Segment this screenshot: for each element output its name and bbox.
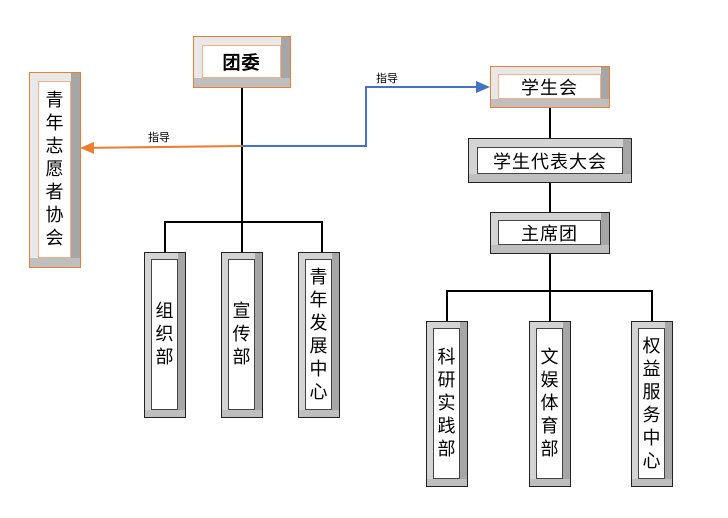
node-culture-sports-dept-label: 文娱体育部 (540, 347, 559, 460)
edge-label-guide-right: 指导 (376, 72, 398, 85)
node-student-union-label: 学生会 (521, 77, 578, 99)
node-congress-label: 学生代表大会 (493, 151, 607, 173)
node-presidium-label: 主席团 (521, 223, 578, 245)
node-rights-center-label: 权益服务中心 (642, 335, 661, 472)
node-youth-dev[interactable]: 青年发展中心 (298, 252, 340, 418)
node-publicity-dept[interactable]: 宣传部 (221, 252, 263, 418)
node-volunteer[interactable]: 青年志愿者协会 (29, 72, 81, 268)
edge-guide-student-union (242, 81, 490, 147)
edge-label-guide-left: 指导 (148, 131, 170, 144)
edge-tuanwei-branches (164, 221, 323, 252)
node-rights-center[interactable]: 权益服务中心 (631, 321, 673, 487)
node-culture-sports-dept[interactable]: 文娱体育部 (529, 321, 571, 487)
node-tuanwei-label: 团委 (222, 52, 261, 74)
node-research-dept[interactable]: 科研实践部 (426, 321, 468, 487)
node-org-dept-label: 组织部 (155, 301, 174, 368)
node-volunteer-label: 青年志愿者协会 (45, 90, 64, 249)
node-presidium[interactable]: 主席团 (490, 212, 610, 254)
node-congress[interactable]: 学生代表大会 (468, 138, 632, 183)
node-youth-dev-label: 青年发展中心 (309, 266, 328, 403)
node-tuanwei[interactable]: 团委 (193, 36, 291, 88)
node-student-union[interactable]: 学生会 (490, 66, 610, 108)
node-publicity-dept-label: 宣传部 (232, 301, 251, 368)
node-org-dept[interactable]: 组织部 (144, 252, 186, 418)
node-research-dept-label: 科研实践部 (437, 347, 456, 460)
edge-guide-volunteer (80, 141, 243, 154)
